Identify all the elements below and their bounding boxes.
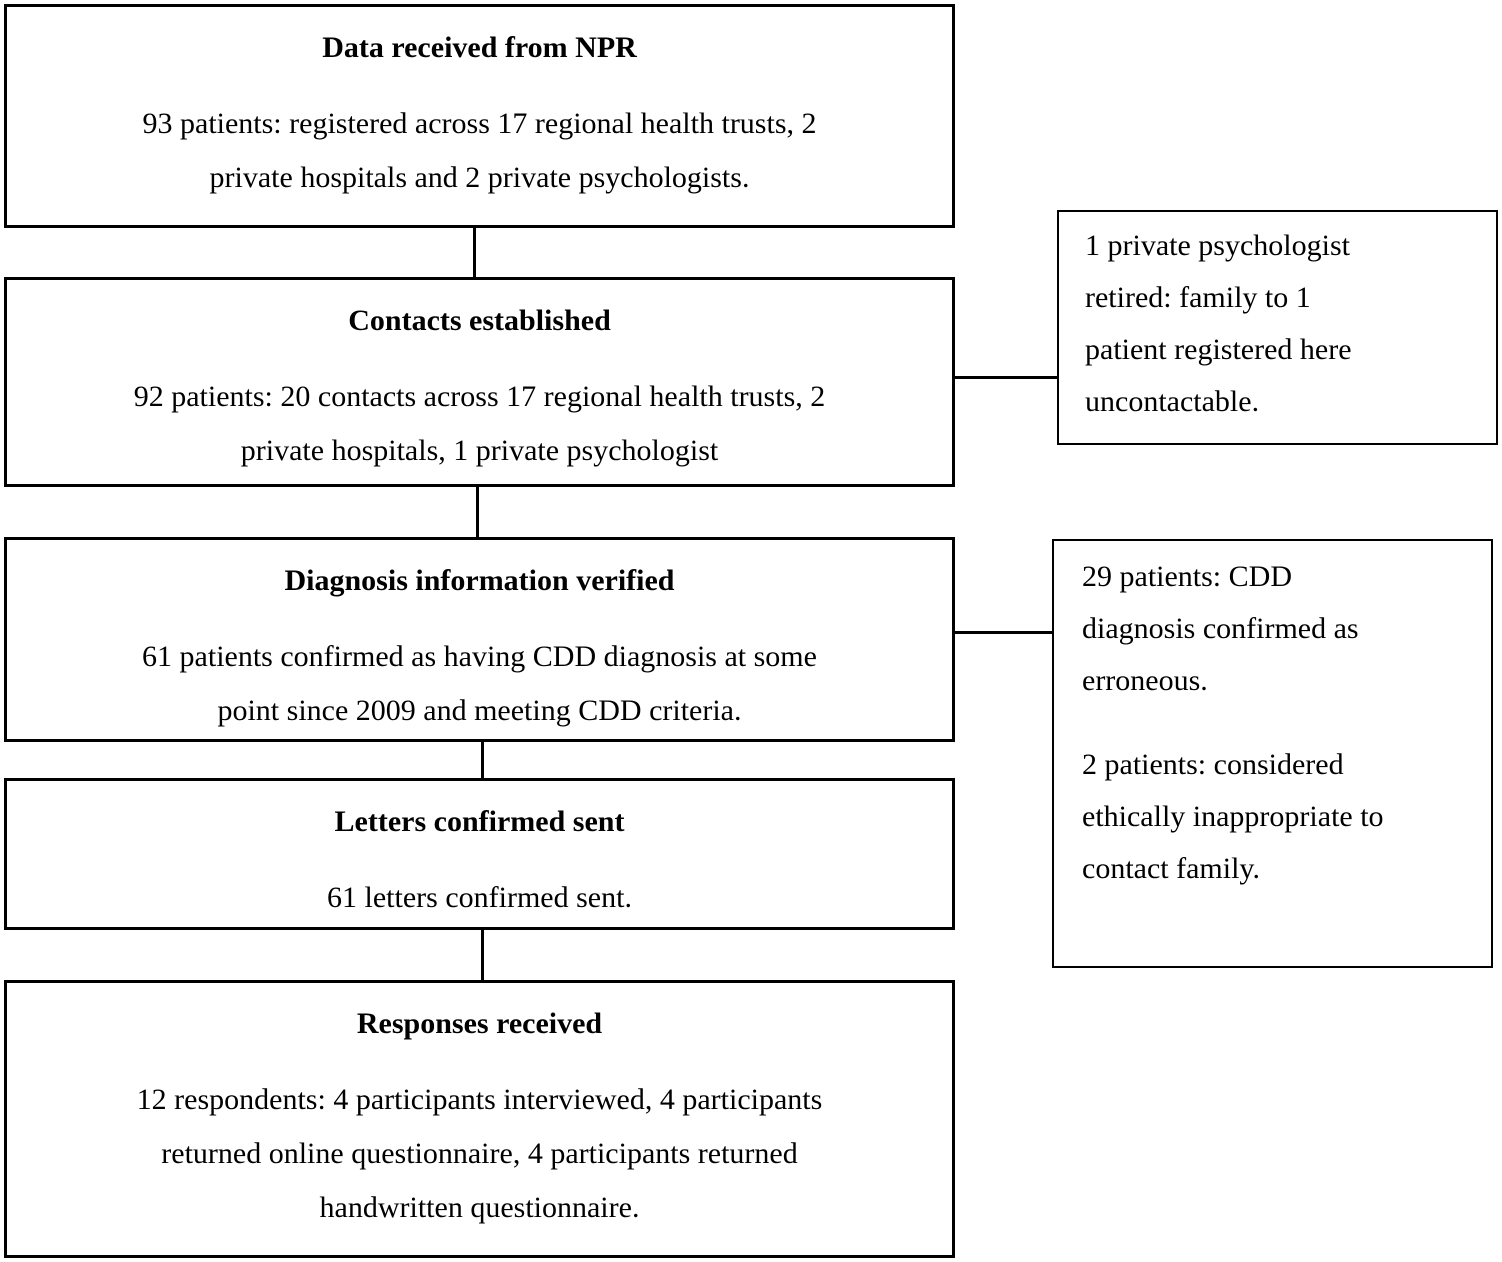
connector-box2-to-side-note1: [955, 376, 1057, 379]
box-title: Letters confirmed sent: [334, 805, 625, 838]
box-title: Diagnosis information verified: [284, 564, 675, 597]
flow-box-diagnosis-information-verified: Diagnosis information verified 61 patien…: [4, 537, 955, 742]
flow-box-contacts-established: Contacts established 92 patients: 20 con…: [4, 277, 955, 487]
side-note-line: 1 private psychologist: [1085, 229, 1350, 262]
connector-box4-to-box5: [481, 930, 484, 980]
flow-box-data-received-from-npr: Data received from NPR 93 patients: regi…: [4, 4, 955, 228]
side-note-line: erroneous.: [1082, 664, 1208, 697]
side-note-line: 29 patients: CDD: [1082, 560, 1292, 593]
box-body: 92 patients: 20 contacts across 17 regio…: [7, 370, 952, 478]
side-note-paragraph: 29 patients: CDD diagnosis confirmed as …: [1082, 551, 1491, 707]
side-note-line: patient registered here: [1085, 333, 1352, 366]
box-body-line: private hospitals, 1 private psychologis…: [240, 434, 719, 467]
box-body: 93 patients: registered across 17 region…: [7, 97, 952, 205]
box-title: Data received from NPR: [322, 31, 637, 64]
box-body: 12 respondents: 4 participants interview…: [7, 1073, 952, 1235]
box-title: Responses received: [356, 1007, 603, 1040]
box-body-line: handwritten questionnaire.: [319, 1191, 640, 1224]
box-body: 61 letters confirmed sent.: [7, 871, 952, 925]
side-note-line: ethically inappropriate to: [1082, 800, 1384, 833]
connector-box1-to-box2: [473, 228, 476, 277]
box-body-line: point since 2009 and meeting CDD criteri…: [217, 694, 742, 727]
side-note-paragraph: 2 patients: considered ethically inappro…: [1082, 739, 1491, 895]
side-note-excluded-patients: 29 patients: CDD diagnosis confirmed as …: [1052, 539, 1493, 968]
box-body-line: returned online questionnaire, 4 partici…: [161, 1137, 798, 1170]
side-note-line: 2 patients: considered: [1082, 748, 1344, 781]
connector-box2-to-box3: [476, 487, 479, 537]
side-note-line: uncontactable.: [1085, 385, 1260, 418]
box-body-line: 61 letters confirmed sent.: [327, 881, 632, 914]
box-body: 61 patients confirmed as having CDD diag…: [7, 630, 952, 738]
box-body-line: 92 patients: 20 contacts across 17 regio…: [133, 380, 826, 413]
side-note-line: diagnosis confirmed as: [1082, 612, 1359, 645]
box-title: Contacts established: [348, 304, 611, 337]
connector-box3-to-box4: [481, 742, 484, 778]
flow-box-responses-received: Responses received 12 respondents: 4 par…: [4, 980, 955, 1258]
side-note-line: retired: family to 1: [1085, 281, 1311, 314]
flow-box-letters-confirmed-sent: Letters confirmed sent 61 letters confir…: [4, 778, 955, 930]
box-body-line: 93 patients: registered across 17 region…: [142, 107, 817, 140]
connector-box3-to-side-note2: [955, 631, 1052, 634]
side-note-psychologist-retired: 1 private psychologist retired: family t…: [1057, 210, 1498, 445]
side-note-line: contact family.: [1082, 852, 1260, 885]
box-body-line: 61 patients confirmed as having CDD diag…: [142, 640, 817, 673]
box-body-line: 12 respondents: 4 participants interview…: [136, 1083, 823, 1116]
box-body-line: private hospitals and 2 private psycholo…: [209, 161, 750, 194]
